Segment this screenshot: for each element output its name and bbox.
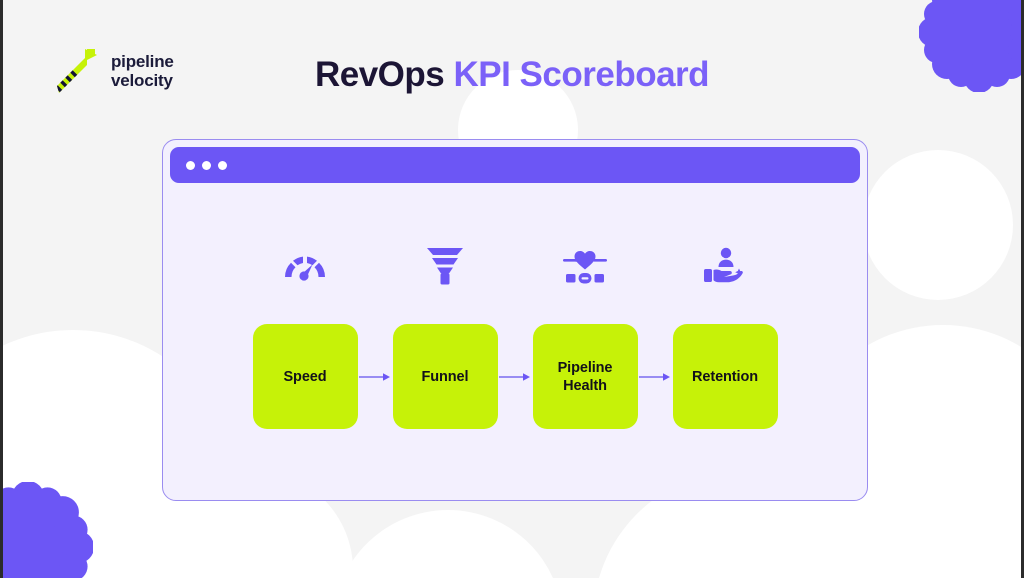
pipeline-velocity-arrow-logo-icon [51,45,103,97]
stage-label: Retention [692,368,758,385]
hand-holding-person-icon [700,240,750,290]
decorative-circle [333,510,563,578]
stage-box-funnel[interactable]: Funnel [392,324,498,429]
window-dot-icon[interactable] [186,160,195,170]
kpi-stage-row: Speed Funnel Pipeline Health [163,324,867,429]
stage-box-retention[interactable]: Retention [672,324,778,429]
stage-label: Pipeline Health [557,359,613,394]
funnel-icon [420,240,470,290]
flow-arrow-icon [358,367,393,387]
stage-box-speed[interactable]: Speed [252,324,358,429]
flow-arrow-icon [498,367,533,387]
flow-arrow-icon [638,367,673,387]
kpi-icon-row [163,240,867,290]
browser-window-card: Speed Funnel Pipeline Health [162,139,868,501]
decorative-circle [863,150,1013,300]
heart-pulse-icon [560,240,610,290]
window-title-bar [170,147,860,183]
brand-logo: pipeline velocity [51,45,174,97]
window-dot-icon[interactable] [202,160,211,170]
window-dot-icon[interactable] [218,160,227,170]
page-title: RevOps KPI Scoreboard [3,55,1021,95]
brand-logo-line2: velocity [111,71,173,90]
page-title-accent: KPI Scoreboard [453,55,710,94]
page-title-primary: RevOps [314,55,445,94]
brand-logo-text: pipeline velocity [111,52,174,90]
brand-logo-line1: pipeline [111,52,174,71]
blob-top-right-icon [919,0,1021,92]
speedometer-icon [280,240,330,290]
stage-box-pipeline-health[interactable]: Pipeline Health [532,324,638,429]
stage-label: Funnel [421,368,469,385]
blob-bottom-left-icon [3,482,93,578]
stage-label: Speed [283,368,327,385]
